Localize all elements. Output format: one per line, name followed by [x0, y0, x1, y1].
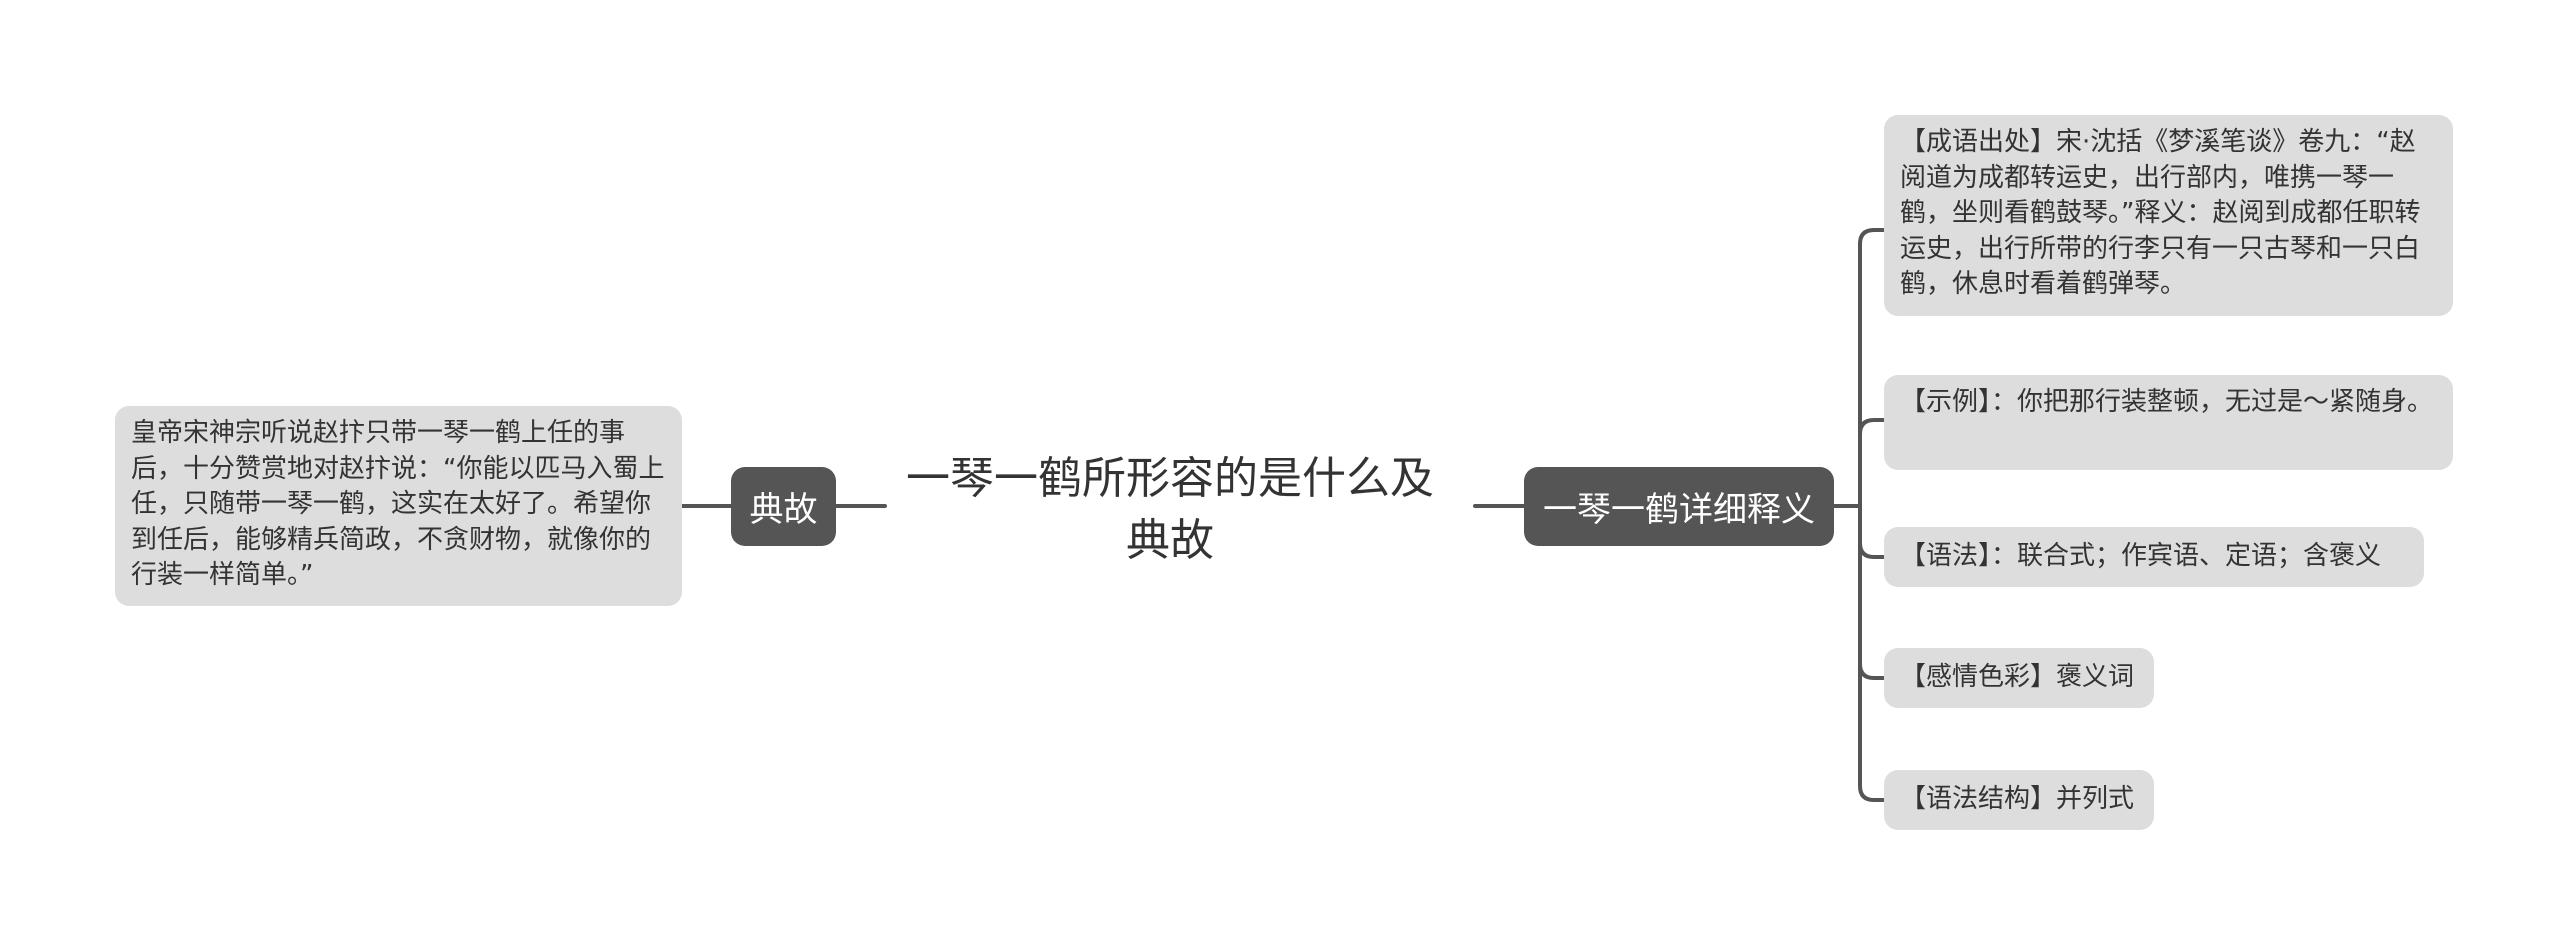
root-topic[interactable]: 一琴一鹤所形容的是什么及典故	[890, 445, 1450, 575]
connector-leaf-3	[1858, 541, 1876, 559]
leaf-grammar-structure[interactable]: 【语法结构】并列式	[1884, 770, 2154, 830]
leaf-emotional-color-text: 【感情色彩】褒义词	[1900, 662, 2135, 693]
leaf-idiom-source[interactable]: 【成语出处】宋·沈括《梦溪笔谈》卷九：“赵阅道为成都转运史，出行部内，唯携一琴一…	[1884, 115, 2453, 316]
leaf-idiom-source-text: 【成语出处】宋·沈括《梦溪笔谈》卷九：“赵阅道为成都转运史，出行部内，唯携一琴一…	[1900, 127, 2421, 299]
root-topic-label: 一琴一鹤所形容的是什么及典故	[906, 453, 1434, 566]
leaf-grammar-text: 【语法】：联合式；作宾语、定语；含褒义	[1900, 541, 2382, 572]
connector-leaf-4	[1858, 662, 1876, 680]
leaf-example[interactable]: 【示例】：你把那行装整顿，无过是～紧随身。	[1884, 375, 2453, 470]
leaf-grammar[interactable]: 【语法】：联合式；作宾语、定语；含褒义	[1884, 527, 2424, 587]
branch-detailed-meaning[interactable]: 一琴一鹤详细释义	[1524, 467, 1834, 546]
allusion-story-leaf[interactable]: 皇帝宋神宗听说赵抃只带一琴一鹤上任的事后，十分赞赏地对赵抃说：“你能以匹马入蜀上…	[115, 406, 682, 606]
branch-detailed-meaning-label: 一琴一鹤详细释义	[1543, 490, 1815, 530]
leaf-emotional-color[interactable]: 【感情色彩】褒义词	[1884, 648, 2154, 708]
allusion-story-text: 皇帝宋神宗听说赵抃只带一琴一鹤上任的事后，十分赞赏地对赵抃说：“你能以匹马入蜀上…	[131, 418, 665, 590]
connector-leaf-2	[1858, 418, 1876, 436]
leaf-example-text: 【示例】：你把那行装整顿，无过是～紧随身。	[1900, 387, 2434, 417]
connector-right-spine	[1858, 228, 1876, 802]
leaf-grammar-structure-text: 【语法结构】并列式	[1900, 784, 2135, 815]
branch-allusion[interactable]: 典故	[731, 467, 836, 546]
branch-allusion-label: 典故	[749, 490, 818, 530]
